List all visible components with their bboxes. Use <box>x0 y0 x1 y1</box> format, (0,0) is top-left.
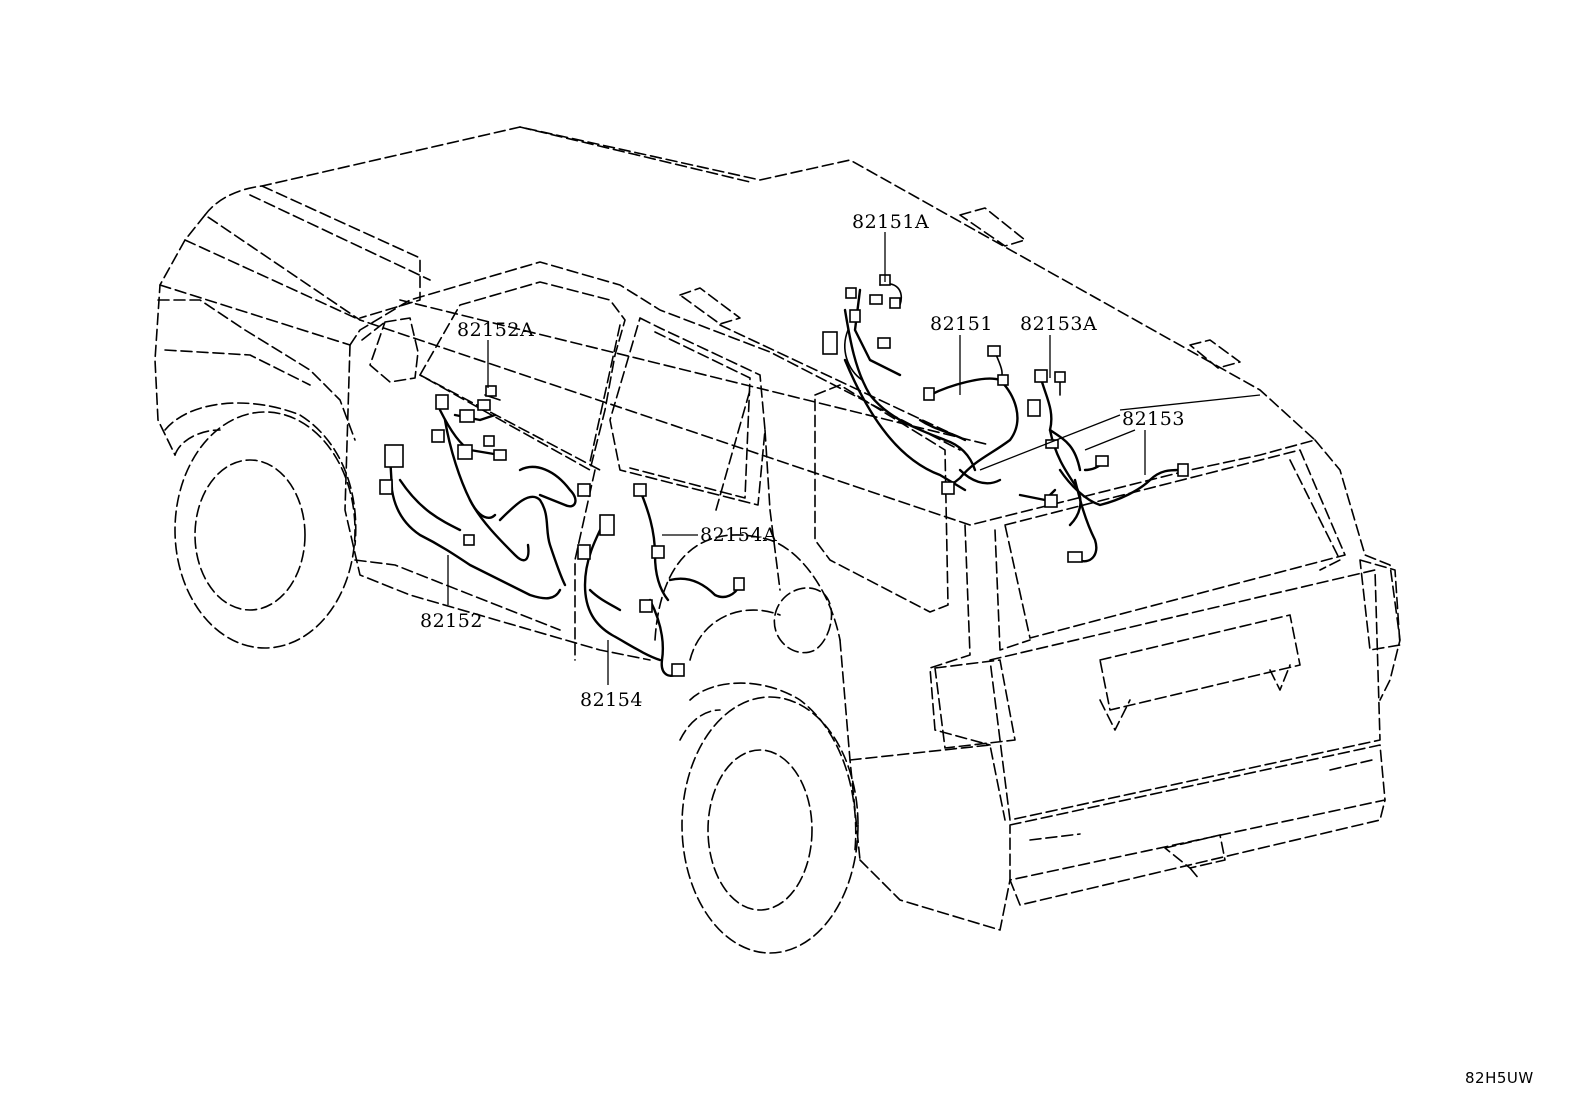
connector <box>671 663 685 677</box>
connector <box>849 309 861 323</box>
connector <box>822 331 838 355</box>
connector <box>1034 369 1048 383</box>
connector <box>633 483 647 497</box>
label-82153: 82153 <box>1122 408 1185 430</box>
connector <box>485 385 497 397</box>
connector <box>1054 371 1066 383</box>
connector <box>493 449 507 461</box>
connector <box>639 599 653 613</box>
connector <box>651 545 665 559</box>
connector <box>577 483 591 497</box>
connector <box>599 514 615 536</box>
harness-82153 <box>1018 455 1189 563</box>
connector <box>577 544 591 560</box>
connector <box>987 345 1001 357</box>
connector <box>997 374 1009 386</box>
label-82152A: 82152A <box>457 319 534 341</box>
label-82152: 82152 <box>420 610 483 632</box>
connector <box>845 287 857 299</box>
leader-lines <box>447 232 1261 685</box>
connector <box>477 399 491 411</box>
connector <box>379 479 393 495</box>
harness-82151 <box>918 345 1019 495</box>
connector <box>1067 551 1083 563</box>
harness-82152 <box>379 444 562 600</box>
harness-82153A <box>1027 369 1082 527</box>
connector <box>1177 463 1189 477</box>
connector <box>733 577 745 591</box>
label-82154A: 82154A <box>700 524 777 546</box>
connector <box>459 409 475 423</box>
harness-82154 <box>577 514 662 662</box>
connector <box>463 534 475 546</box>
harness-82154A <box>633 483 745 677</box>
connector <box>1027 399 1041 417</box>
figure-code: 82H5UW <box>1465 1069 1534 1087</box>
connector <box>941 481 955 495</box>
connector <box>1095 455 1109 467</box>
connector <box>889 297 901 309</box>
front-wheel <box>164 402 357 649</box>
label-82151A: 82151A <box>852 211 929 233</box>
connector <box>435 394 449 410</box>
connector <box>431 429 445 443</box>
harness-82151A <box>822 274 977 492</box>
label-82154: 82154 <box>580 689 643 711</box>
connector <box>457 444 473 460</box>
connector <box>877 337 891 349</box>
connector <box>1044 494 1058 508</box>
connector <box>483 435 495 447</box>
connector <box>923 387 935 401</box>
label-82151: 82151 <box>930 313 993 335</box>
label-82153A: 82153A <box>1020 313 1097 335</box>
connector <box>384 444 404 468</box>
rear-wheel <box>679 682 859 954</box>
part-labels: 82151A 82151 82153A 82153 82152A 82152 8… <box>420 211 1185 711</box>
connector <box>869 294 883 305</box>
harness-82152A <box>431 385 591 587</box>
vehicle-body-outline <box>154 126 1401 931</box>
